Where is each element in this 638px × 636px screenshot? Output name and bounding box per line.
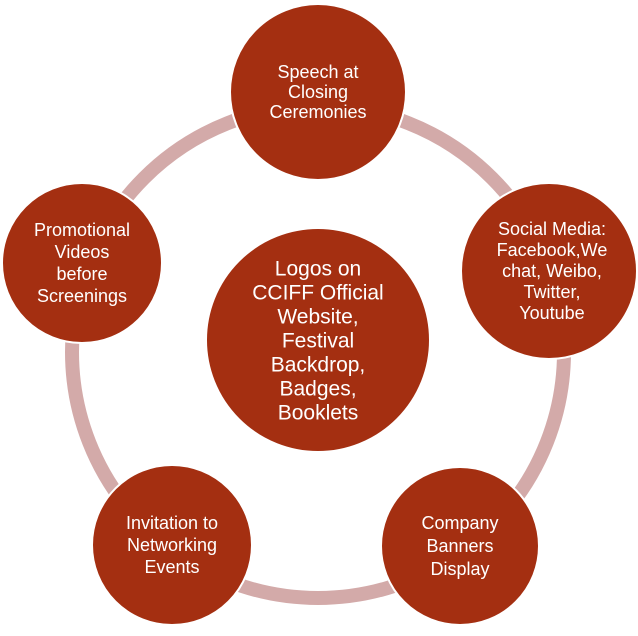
- label-line: Logos on: [275, 258, 361, 281]
- label-line: Banners: [426, 536, 493, 556]
- label-line: Ceremonies: [269, 102, 366, 122]
- label-line: Screenings: [37, 286, 127, 306]
- node-social-media-circle: [460, 182, 638, 360]
- label-line: chat, Weibo,: [502, 261, 602, 281]
- label-line: Videos: [55, 242, 110, 262]
- label-line: Promotional: [34, 220, 130, 240]
- label-line: Booklets: [278, 402, 359, 425]
- label-line: CCIFF Official: [252, 282, 383, 305]
- label-line: Twitter,: [523, 282, 580, 302]
- label-line: Backdrop,: [271, 354, 366, 377]
- label-line: Youtube: [519, 303, 584, 323]
- label-line: Networking: [127, 535, 217, 555]
- label-line: before: [56, 264, 107, 284]
- node-promotional-videos-circle: [1, 182, 163, 344]
- label-line: Festival: [282, 330, 354, 353]
- label-line: Display: [430, 559, 489, 579]
- label-line: Closing: [288, 82, 348, 102]
- center-node-circle: [205, 227, 431, 453]
- label-line: Website,: [277, 306, 358, 329]
- label-line: Social Media:: [498, 219, 606, 239]
- label-line: Facebook,We: [497, 240, 608, 260]
- label-line: Speech at: [277, 62, 358, 82]
- node-company-banners-display-circle: [380, 466, 540, 626]
- label-line: Invitation to: [126, 513, 218, 533]
- node-speech-closing-ceremonies-circle: [229, 3, 407, 181]
- node-invitation-networking-events-circle: [91, 464, 253, 626]
- label-line: Events: [144, 557, 199, 577]
- label-line: Badges,: [279, 378, 356, 401]
- label-line: Company: [421, 513, 498, 533]
